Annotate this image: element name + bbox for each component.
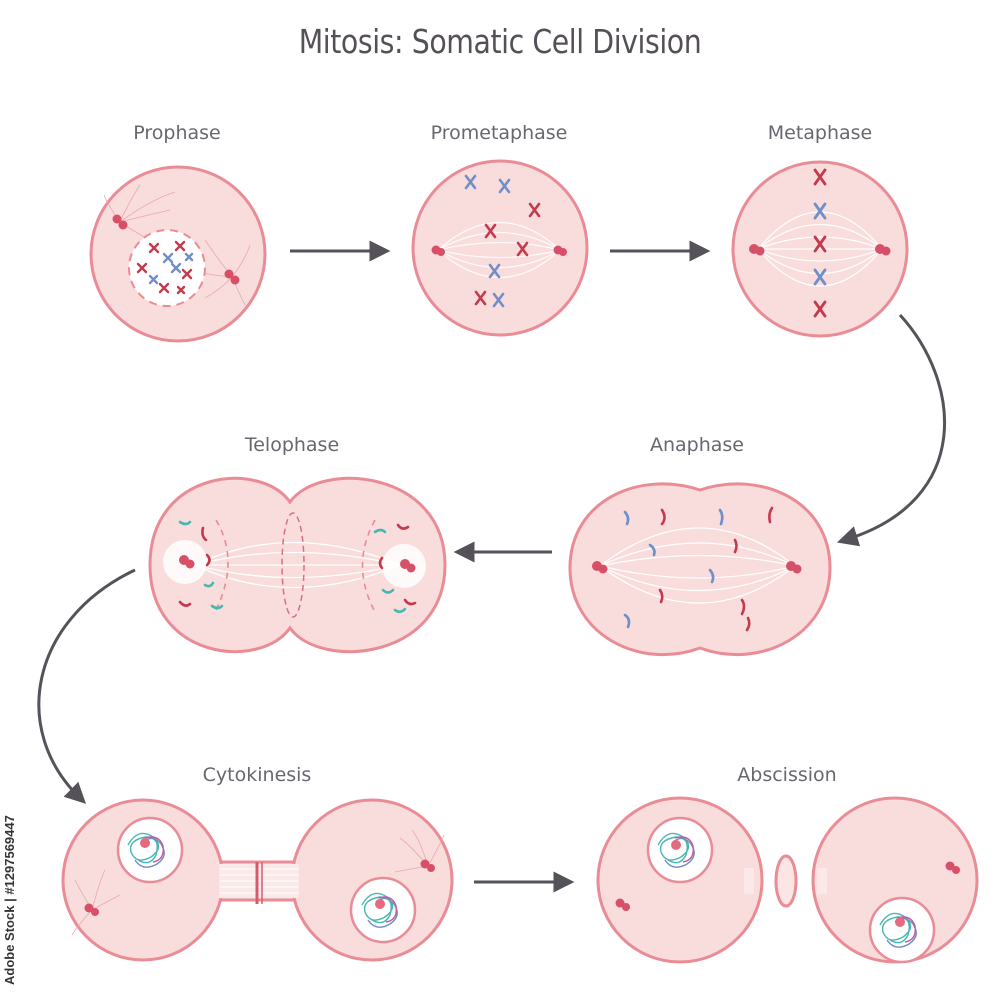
chromatids: [178, 520, 417, 614]
nucleus-left: [116, 816, 184, 884]
arrow-telophase-cytokinesis: [37, 568, 136, 804]
midbody-remnant: [774, 854, 798, 908]
centrosome: [84, 859, 435, 916]
label-prometaphase: Prometaphase: [430, 122, 568, 144]
midbody-fibers: [220, 868, 298, 894]
spindle: [599, 527, 796, 604]
centrosome: [749, 244, 891, 256]
cell-anaphase: [568, 482, 832, 657]
chromosomes: [813, 168, 827, 318]
nucleus-left: [646, 816, 714, 884]
chromosomes: [464, 174, 541, 308]
label-cytokinesis: Cytokinesis: [202, 764, 312, 786]
centrosome: [592, 561, 802, 574]
page-title: Mitosis: Somatic Cell Division: [298, 22, 702, 61]
cell-abscission: [596, 796, 979, 964]
nuclear-envelope: [128, 229, 206, 307]
chromosomes: [136, 240, 194, 295]
centrosome: [179, 555, 416, 573]
flow-arrows: [37, 240, 946, 893]
cell-prophase: [89, 165, 267, 343]
spindle: [194, 541, 401, 589]
nucleus-right: [868, 896, 936, 964]
label-abscission: Abscission: [737, 764, 837, 786]
label-telophase: Telophase: [244, 434, 340, 456]
arrow-metaphase-anaphase: [836, 313, 946, 547]
cell-prometaphase: [411, 159, 589, 337]
cleavage-furrow: [281, 512, 305, 618]
chromatids: [623, 506, 774, 632]
cell-cytokinesis: [61, 798, 454, 962]
cell-metaphase: [731, 160, 909, 338]
centrosome: [615, 861, 960, 911]
label-anaphase: Anaphase: [649, 434, 745, 456]
centrosome: [112, 214, 240, 285]
cell-telophase: [148, 476, 447, 654]
label-prophase: Prophase: [133, 122, 221, 144]
label-metaphase: Metaphase: [767, 122, 873, 144]
nucleus-right: [349, 876, 417, 944]
centrosome: [431, 245, 567, 256]
reforming-envelope: [215, 519, 376, 613]
